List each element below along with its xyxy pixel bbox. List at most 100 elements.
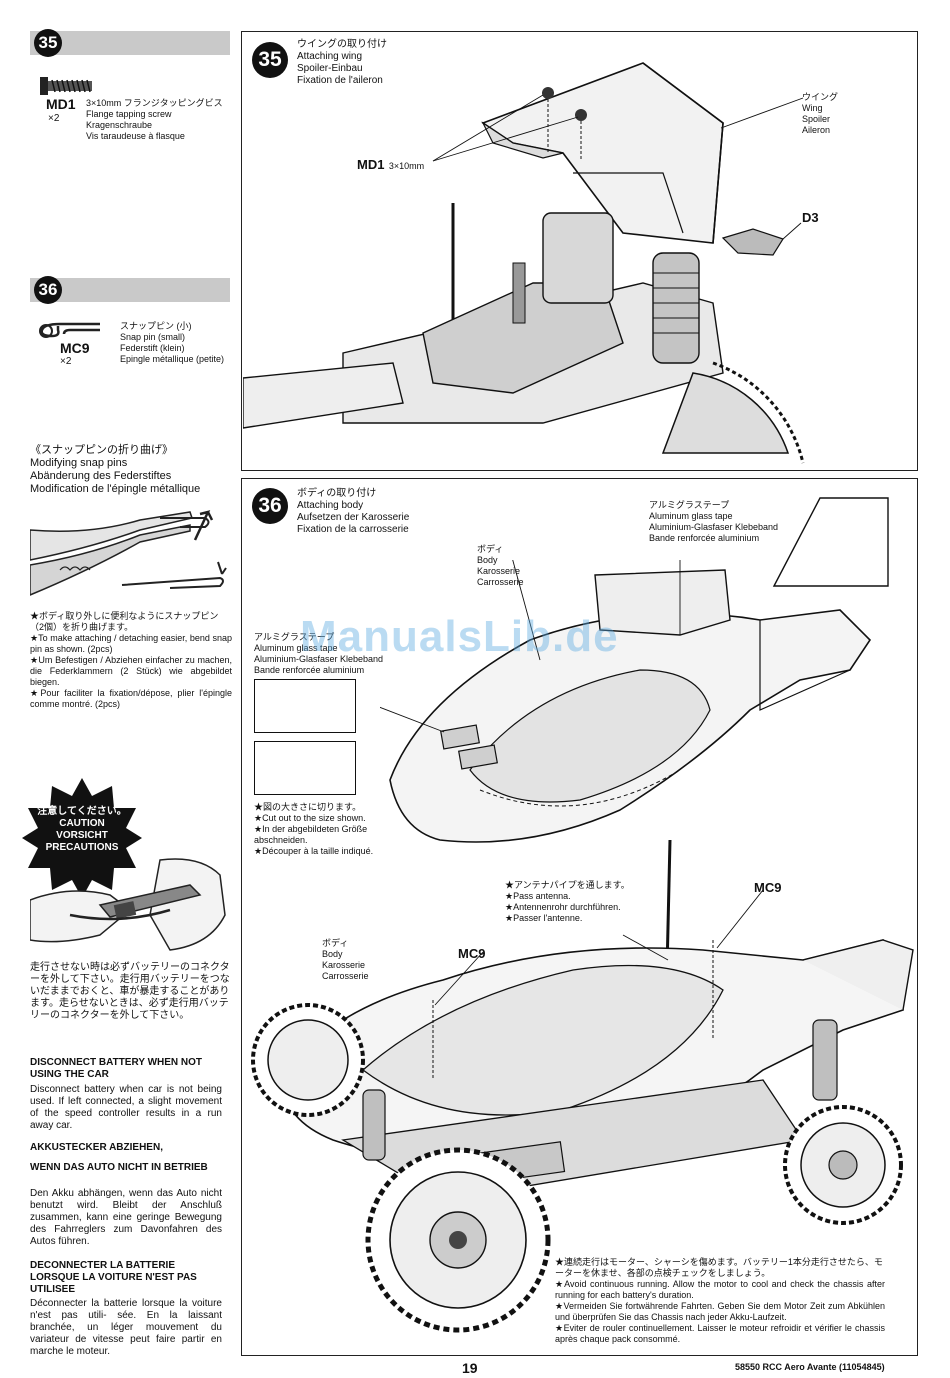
step35-badge: 35 (252, 42, 288, 78)
modify-de: Abänderung des Federstiftes (30, 470, 172, 482)
step35-fr: Fixation de l'aileron (297, 75, 383, 86)
step36-de: Aufsetzen der Karosserie (297, 512, 410, 523)
body-top-de: Karosserie (477, 566, 521, 576)
modify-note-en: ★To make attaching / detaching easier, b… (30, 633, 232, 654)
cut-note-de: ★In der abgebildeten Größe (254, 824, 368, 834)
wing-fr: Aileron (802, 125, 831, 135)
modify-note-jp: ★ボディ取り外しに便利なようにスナップピン（2個）を折り曲げます。 (30, 611, 219, 632)
step35-de: Spoiler-Einbau (297, 63, 363, 74)
wing-label: ウイング Wing Spoiler Aileron (802, 92, 862, 136)
body-bottom-en: Body (322, 949, 343, 959)
caution-jp-text: 走行させない時は必ずバッテリーのコネクターを外して下さい。走行用バッテリーをつな… (30, 962, 230, 1021)
hand-battery-illustration (30, 858, 226, 951)
watermark-text: ManualsLib.de (300, 612, 619, 661)
tape-cut-square-1 (254, 679, 356, 733)
wing-en: Wing (802, 103, 823, 113)
tape-top-shape (772, 497, 889, 587)
body-top-en: Body (477, 555, 498, 565)
md1-jp: フランジタッピングビス (123, 98, 223, 108)
model-code: 58550 RCC Aero Avante (11054845) (735, 1362, 885, 1372)
body-bottom-fr: Carrosserie (322, 971, 369, 981)
md1-fr: Vis taraudeuse à flasque (86, 131, 185, 141)
cut-note-en: ★Cut out to the size shown. (254, 813, 366, 823)
md1-de: Kragenschraube (86, 120, 153, 130)
tape-cut-square-2 (254, 741, 356, 795)
mc9-qty: ×2 (60, 356, 72, 367)
mc9-en: Snap pin (small) (120, 332, 186, 342)
modify-en: Modifying snap pins (30, 457, 128, 469)
run-note-jp: ★連続走行はモーター、シャーシを傷めます。バッテリー1本分走行させたら、モーター… (555, 1257, 883, 1278)
caution-en-text: Disconnect battery when car is not being… (30, 1084, 222, 1131)
body-top-fr: Carrosserie (477, 577, 524, 587)
cut-note-fr: ★Découper à la taille indiqué. (254, 846, 374, 856)
cut-note-de2: abschneiden. (254, 835, 308, 845)
modify-note-de: ★Um Befestigen / Abziehen einfacher zu m… (30, 655, 232, 687)
md1-callout-size: 3×10mm (388, 161, 425, 171)
modify-notes: ★ボディ取り外しに便利なようにスナップピン（2個）を折り曲げます。 ★To ma… (30, 611, 232, 710)
snap-pin-icon (39, 322, 100, 338)
tape-left-en: Aluminum glass tape (254, 643, 338, 653)
md1-callout-code: MD1 (357, 157, 385, 172)
step36-en: Attaching body (297, 500, 364, 511)
caution-de-text: Den Akku abhängen, wenn das Auto nicht b… (30, 1188, 222, 1247)
d3-label: D3 (802, 210, 819, 225)
cut-notes: ★図の大きさに切ります。 ★Cut out to the size shown.… (254, 802, 424, 857)
caution-de-head1: AKKUSTECKER ABZIEHEN, (30, 1142, 163, 1153)
step35-title: ウイングの取り付け Attaching wing Spoiler-Einbau … (297, 39, 497, 87)
tape-left-label: アルミグラステープ Aluminum glass tape Aluminium-… (254, 632, 424, 676)
mc9-jp: スナップピン (小) (120, 321, 192, 331)
sidebar-step36-badge: 36 (34, 276, 62, 304)
caution-fr: PRECAUTIONS (45, 842, 119, 853)
mc9-callout-right: MC9 (754, 880, 782, 895)
sidebar-step35-header (30, 31, 230, 55)
tape-top-fr: Bande renforcée aluminium (649, 533, 760, 543)
antenna-note-de: ★Antennenrohr durchführen. (505, 902, 621, 912)
step35-en: Attaching wing (297, 51, 363, 62)
wing-assembly-illustration (243, 62, 805, 464)
run-note-en: ★Avoid continuous running. Allow the mot… (555, 1279, 885, 1300)
modify-note-fr: ★Pour faciliter la fixation/dépose, plie… (30, 688, 232, 709)
tape-left-fr: Bande renforcée aluminium (254, 665, 365, 675)
caution-de: VORSICHT (56, 830, 108, 841)
caution-fr-text: Déconnecter la batterie lorsque la voitu… (30, 1298, 222, 1357)
car-assembled-illustration (251, 840, 914, 1333)
mc9-desc: スナップピン (小) Snap pin (small) Federstift (… (120, 321, 245, 365)
page-number: 19 (462, 1360, 478, 1376)
tape-top-label: アルミグラステープ Aluminum glass tape Aluminium-… (649, 500, 819, 544)
wing-jp: ウイング (802, 92, 839, 102)
mc9-fr: Epingle métallique (petite) (120, 354, 225, 364)
body-bottom-jp: ボディ (322, 938, 349, 948)
caution-jp: 注意してください。 (37, 806, 127, 817)
body-underside-illustration (380, 560, 872, 843)
step35-jp: ウイングの取り付け (297, 39, 387, 50)
step36-title: ボディの取り付け Attaching body Aufsetzen der Ka… (297, 488, 497, 536)
sidebar-step36-header (30, 278, 230, 302)
wing-de: Spoiler (802, 114, 831, 124)
body-bottom-label: ボディ Body Karosserie Carrosserie (322, 938, 402, 982)
md1-size: 3×10mm (86, 98, 122, 108)
run-note-fr: ★Eviter de rouler continuellement. Laiss… (555, 1323, 885, 1344)
body-top-label: ボディ Body Karosserie Carrosserie (477, 544, 557, 588)
caution-fr-head: DECONNECTER LA BATTERIE LORSQUE LA VOITU… (30, 1260, 197, 1295)
caution-badge-icon (22, 778, 142, 898)
body-bottom-de: Karosserie (322, 960, 366, 970)
md1-callout: MD1 3×10mm (357, 156, 424, 174)
caution-de-head2: WENN DAS AUTO NICHT IN BETRIEB (30, 1162, 208, 1173)
sidebar-step35-badge: 35 (34, 29, 62, 57)
mc9-de: Federstift (klein) (120, 343, 185, 353)
step36-badge: 36 (252, 488, 288, 524)
tape-top-de: Aluminium-Glasfaser Klebeband (649, 522, 779, 532)
antenna-notes: ★アンテナパイプを通します。 ★Pass antenna. ★Antennenr… (505, 880, 665, 924)
run-notes: ★連続走行はモーター、シャーシを傷めます。バッテリー1本分走行させたら、モーター… (555, 1257, 885, 1345)
modify-title: 《スナップピンの折り曲げ》 Modifying snap pins Abände… (30, 444, 240, 496)
step36-panel (241, 478, 918, 1356)
step36-fr: Fixation de la carrosserie (297, 524, 409, 535)
antenna-note-jp: ★アンテナパイプを通します。 (505, 880, 630, 890)
mc9-part-code: MC9 (60, 340, 90, 356)
step35-panel (241, 31, 918, 471)
antenna-note-fr: ★Passer l'antenne. (505, 913, 583, 923)
caution-text: 注意してください。 CAUTION VORSICHT PRECAUTIONS (30, 806, 134, 854)
antenna-note-en: ★Pass antenna. (505, 891, 571, 901)
modify-jp: 《スナップピンの折り曲げ》 (30, 444, 173, 456)
step36-jp: ボディの取り付け (297, 488, 377, 499)
